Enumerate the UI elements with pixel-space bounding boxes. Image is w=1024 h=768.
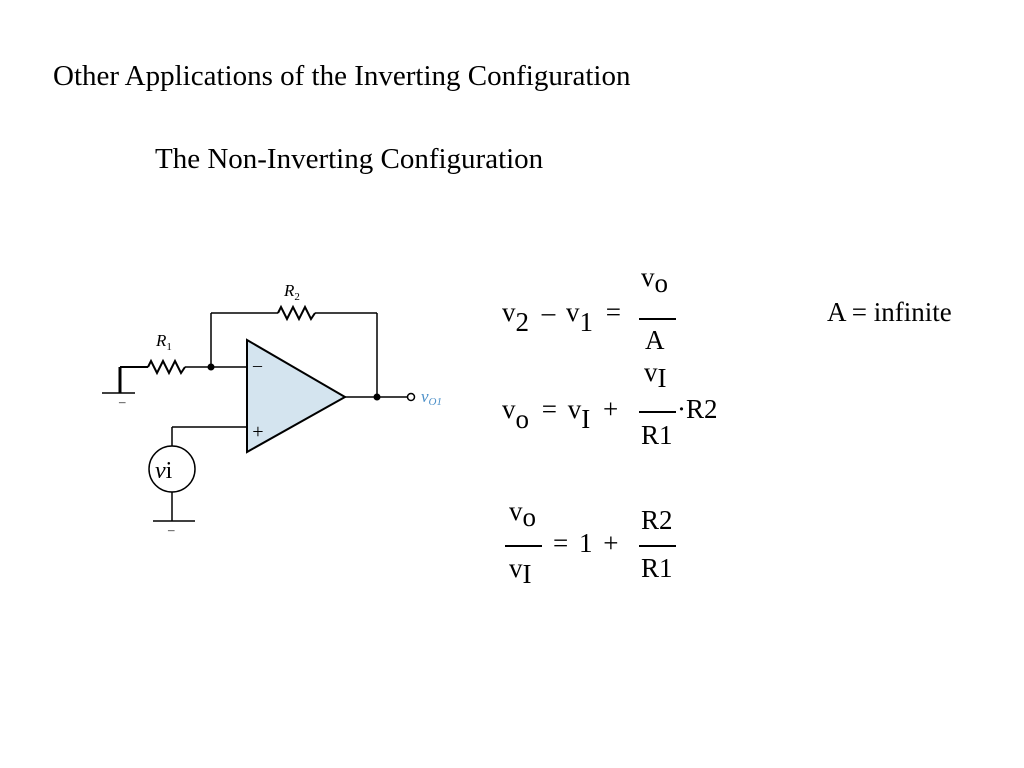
ground-left-sign: – <box>118 394 126 409</box>
eq3-r-fraction-bar <box>639 545 676 547</box>
r2-resistor <box>277 304 316 322</box>
r1-label: R1 <box>155 331 172 353</box>
output-terminal <box>406 392 416 402</box>
eq2-lhs: vo = vI + <box>502 394 619 434</box>
output-label: vO1 <box>421 387 442 408</box>
gain-note: A = infinite <box>827 297 952 327</box>
r2-label: R2 <box>283 281 300 303</box>
source-label: vi <box>155 458 173 484</box>
junction-dot-input <box>207 363 215 371</box>
eq1-numerator: vo <box>641 262 668 298</box>
eq3-numerator: vo <box>509 496 536 532</box>
eq2-fraction-bar <box>639 411 676 413</box>
opamp-minus-sign: – <box>252 355 263 375</box>
eq2-numerator: vI <box>644 357 667 393</box>
ground-bottom-sign: – <box>167 522 175 537</box>
voltage-source <box>148 445 196 493</box>
eq1-fraction-bar <box>639 318 676 320</box>
eq3-r-numerator: R2 <box>641 505 673 535</box>
opamp-plus-sign: + <box>251 421 265 443</box>
eq3-r-denominator: R1 <box>641 553 673 583</box>
eq3-middle: = 1 + <box>553 528 619 558</box>
eq2-dot-r2: ·R2 <box>677 394 718 424</box>
eq3-denominator: vI <box>509 553 532 589</box>
junction-dot-output <box>373 393 381 401</box>
opamp-triangle <box>246 338 348 454</box>
eq3-fraction-bar <box>505 545 542 547</box>
eq1-lhs: v2 – v1 = <box>502 297 621 337</box>
eq1-denominator: A <box>645 325 665 355</box>
page-subtitle: The Non-Inverting Configuration <box>155 143 544 175</box>
r1-resistor <box>147 358 186 376</box>
page-title: Other Applications of the Inverting Conf… <box>53 60 631 92</box>
eq2-denominator: R1 <box>641 420 673 450</box>
